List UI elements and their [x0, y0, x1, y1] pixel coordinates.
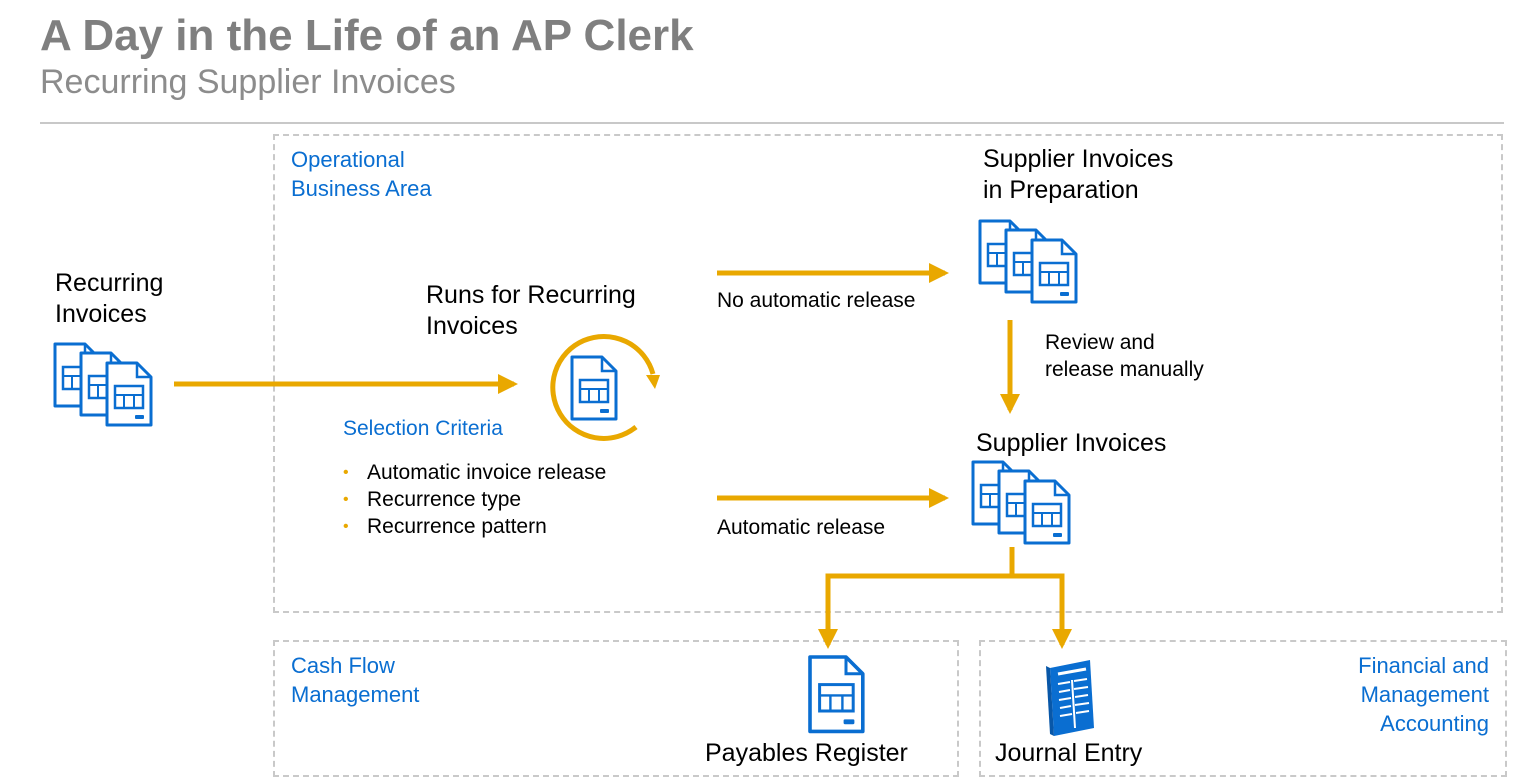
recurring-invoices-label: Recurring Invoices — [55, 269, 164, 328]
supplier-invoices-label: Supplier Invoices — [976, 429, 1167, 457]
page-title: A Day in the Life of an AP Clerk — [40, 11, 694, 60]
financial-zone — [979, 640, 1507, 777]
document-stack-icon — [973, 462, 1069, 543]
financial-zone-label: Financial and Management Accounting — [1358, 653, 1489, 736]
review-release-label: Review and release manually — [1045, 331, 1204, 381]
selection-criteria-heading: Selection Criteria — [343, 417, 503, 440]
auto-release-label: Automatic release — [717, 516, 886, 539]
journal-entry-label: Journal Entry — [995, 739, 1143, 767]
no-auto-release-label: No automatic release — [717, 289, 916, 312]
criteria-item: Recurrence pattern — [343, 513, 606, 540]
arrow-branch-connector — [818, 547, 1015, 649]
criteria-item: Recurrence type — [343, 486, 606, 513]
criteria-item: Automatic invoice release — [343, 459, 606, 486]
document-stack-icon — [980, 221, 1076, 302]
arrow-to-journal — [1012, 573, 1072, 649]
cash-flow-zone — [273, 640, 959, 777]
cash-flow-zone-label: Cash Flow Management — [291, 653, 420, 707]
journal-icon — [1046, 660, 1094, 736]
page-subtitle: Recurring Supplier Invoices — [40, 63, 456, 101]
operational-zone — [273, 134, 1503, 613]
document-icon — [808, 655, 865, 734]
operational-zone-label: Operational Business Area — [291, 147, 432, 201]
document-stack-icon — [55, 344, 151, 425]
in-preparation-label: Supplier Invoices in Preparation — [983, 145, 1174, 204]
header-divider — [40, 122, 1504, 124]
runs-label: Runs for Recurring Invoices — [426, 281, 636, 340]
document-cycle-icon — [550, 333, 660, 441]
selection-criteria-list: Automatic invoice release Recurrence typ… — [343, 459, 606, 540]
payables-register-label: Payables Register — [705, 739, 908, 767]
